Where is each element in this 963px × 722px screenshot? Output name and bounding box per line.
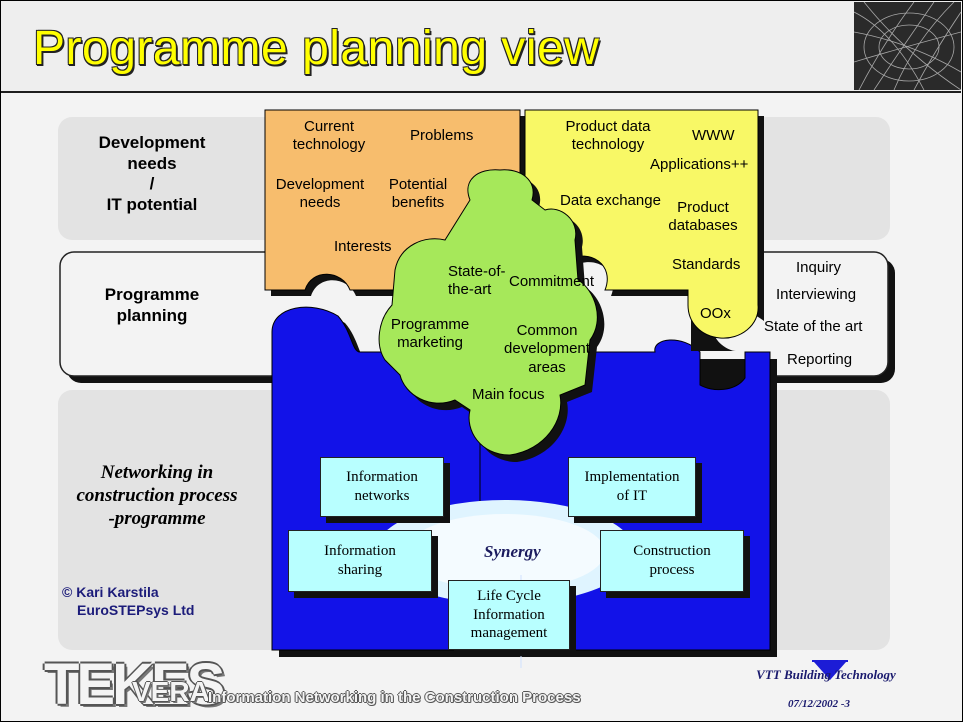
- text-standards: Standards: [672, 256, 741, 273]
- text-interviewing: Interviewing: [776, 286, 857, 303]
- spiderweb-photo: [854, 2, 961, 90]
- slide-date-number: 07/12/2002 -3: [788, 698, 851, 710]
- footer-subtitle: Information Networking in the Constructi…: [208, 689, 581, 706]
- vtt-building-technology: VTT Building Technology: [756, 667, 896, 682]
- text-main-focus: Main focus: [472, 386, 545, 403]
- vera-logo: VERA: [132, 676, 210, 707]
- vtt-logo: [814, 662, 846, 680]
- text-synergy: Synergy: [484, 542, 541, 561]
- text-problems: Problems: [410, 127, 474, 144]
- title-bar: Programme planning view: [1, 1, 961, 93]
- text-data-exchange: Data exchange: [560, 192, 661, 209]
- text-inquiry: Inquiry: [796, 259, 842, 276]
- yellow-piece: [524, 109, 759, 339]
- text-applications: Applications++: [650, 156, 749, 173]
- text-state-of-the-art: State-of-the-art: [448, 263, 506, 299]
- text-state-of-the-art-method: State of the art: [764, 318, 863, 335]
- text-www: WWW: [692, 127, 735, 144]
- text-oox: OOx: [700, 305, 731, 322]
- text-reporting: Reporting: [787, 351, 853, 368]
- tekes-logo: TEKES: [44, 652, 225, 717]
- green-piece: [378, 169, 598, 456]
- text-interests: Interests: [334, 238, 392, 255]
- text-commitment: Commitment: [509, 273, 595, 290]
- slide-title: Programme planning view: [33, 22, 600, 75]
